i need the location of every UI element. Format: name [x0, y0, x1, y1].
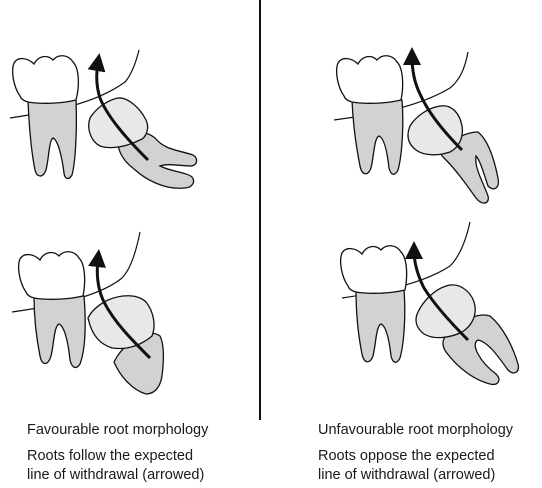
caption-title: Unfavourable root morphology — [318, 422, 514, 438]
impacted-root — [439, 131, 500, 204]
impacted-crown — [407, 105, 464, 156]
molar-crown — [18, 251, 86, 300]
molar-root — [27, 99, 78, 180]
tooth-pair-bottom-right — [340, 221, 520, 386]
impacted-crown — [87, 295, 155, 350]
caption-description-line: Roots follow the expected — [27, 448, 194, 464]
caption-favourable: Favourable root morphology Roots follow … — [27, 421, 208, 485]
impacted-root — [116, 131, 198, 189]
molar-crown — [12, 55, 80, 104]
tooth-pair-top-right — [333, 47, 500, 204]
impacted-crown — [88, 97, 149, 149]
caption-description: Roots follow the expected line of withdr… — [27, 447, 208, 485]
withdrawal-arrow — [88, 249, 152, 360]
tooth-pair-top-left — [9, 49, 198, 189]
withdrawal-arrow — [87, 53, 150, 162]
molar-root — [355, 289, 406, 363]
caption-description-line: Roots oppose the expected — [318, 448, 495, 464]
molar-root — [33, 295, 86, 369]
caption-description-line: line of withdrawal (arrowed) — [318, 467, 496, 483]
caption-title: Favourable root morphology — [27, 422, 209, 438]
withdrawal-arrow — [405, 241, 470, 342]
molar-crown — [336, 55, 404, 104]
molar-root — [351, 99, 404, 175]
withdrawal-arrow — [403, 47, 464, 152]
caption-description: Roots oppose the expected line of withdr… — [318, 447, 513, 485]
tooth-pair-bottom-left — [11, 231, 164, 395]
caption-description-line: line of withdrawal (arrowed) — [27, 467, 205, 483]
caption-unfavourable: Unfavourable root morphology Roots oppos… — [318, 421, 513, 485]
molar-crown — [340, 245, 408, 294]
